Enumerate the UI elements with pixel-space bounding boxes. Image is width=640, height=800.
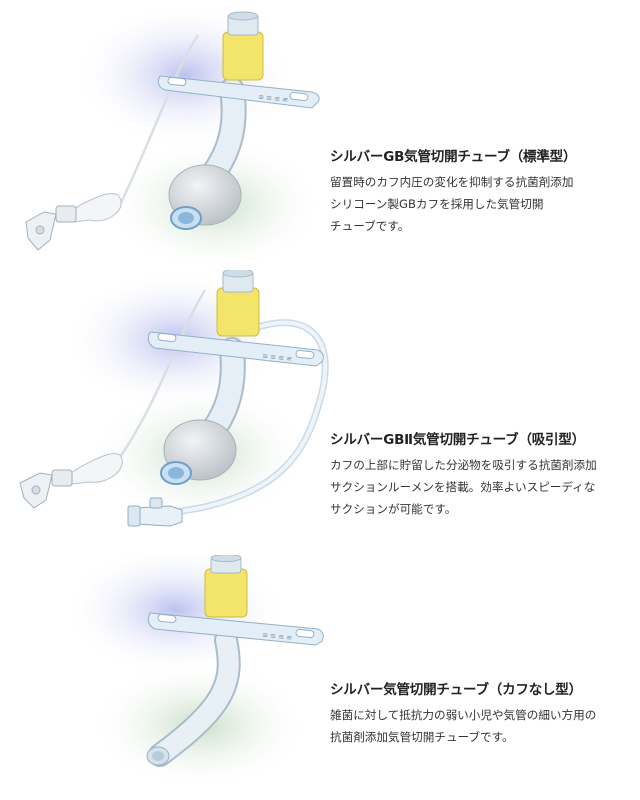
product-info: シルバーGBⅡ気管切開チューブ（吸引型） カフの上部に貯留した分泌物を吸引する抗… [330, 430, 635, 520]
product-info: シルバー気管切開チューブ（カフなし型） 雑菌に対して抵抗力の弱い小児や気管の細い… [330, 680, 635, 748]
product-standard: ≡ ≡ ≡ ≡ シルバーGB気管切開チューブ（標準型） 留置時のカフ内圧の変化を… [0, 0, 640, 270]
description-line: 留置時のカフ内圧の変化を抑制する抗菌剤添加 [330, 175, 574, 189]
svg-text:≡ ≡ ≡ ≡: ≡ ≡ ≡ ≡ [258, 93, 289, 104]
product-title: シルバーGB気管切開チューブ（標準型） [330, 149, 577, 165]
product-info: シルバーGB気管切開チューブ（標準型） 留置時のカフ内圧の変化を抑制する抗菌剤添… [330, 147, 635, 237]
description-line: チューブです。 [330, 219, 410, 233]
svg-text:≡ ≡ ≡ ≡: ≡ ≡ ≡ ≡ [262, 631, 293, 642]
tracheostomy-tube-cuffless-image: ≡ ≡ ≡ ≡ [0, 555, 330, 800]
tracheostomy-tube-suction-image: ≡ ≡ ≡ ≡ [0, 270, 330, 555]
description-line: 雑菌に対して抵抗力の弱い小児や気管の細い方用の [330, 708, 597, 722]
product-title: シルバーGBⅡ気管切開チューブ（吸引型） [330, 432, 585, 448]
tracheostomy-tube-standard-image: ≡ ≡ ≡ ≡ [0, 0, 330, 270]
product-title: シルバー気管切開チューブ（カフなし型） [330, 682, 582, 698]
product-suction: ≡ ≡ ≡ ≡ シルバーGBⅡ気管切開チューブ（吸引型） カフの上部に貯留した分… [0, 270, 640, 555]
description-line: シリコーン製GBカフを採用した気管切開 [330, 197, 544, 211]
description-line: カフの上部に貯留した分泌物を吸引する抗菌剤添加 [330, 458, 597, 472]
product-cuffless: ≡ ≡ ≡ ≡ シルバー気管切開チューブ（カフなし型） 雑菌に対して抵抗力の弱い… [0, 555, 640, 800]
svg-text:≡ ≡ ≡ ≡: ≡ ≡ ≡ ≡ [262, 352, 293, 363]
description-line: サクションが可能です。 [330, 502, 457, 516]
description-line: サクションルーメンを搭載。効率よいスピーディな [330, 480, 596, 494]
product-description: カフの上部に貯留した分泌物を吸引する抗菌剤添加 サクションルーメンを搭載。効率よ… [330, 454, 635, 520]
product-description: 留置時のカフ内圧の変化を抑制する抗菌剤添加 シリコーン製GBカフを採用した気管切… [330, 171, 635, 237]
description-line: 抗菌剤添加気管切開チューブです。 [330, 730, 514, 744]
product-description: 雑菌に対して抵抗力の弱い小児や気管の細い方用の 抗菌剤添加気管切開チューブです。 [330, 704, 635, 748]
